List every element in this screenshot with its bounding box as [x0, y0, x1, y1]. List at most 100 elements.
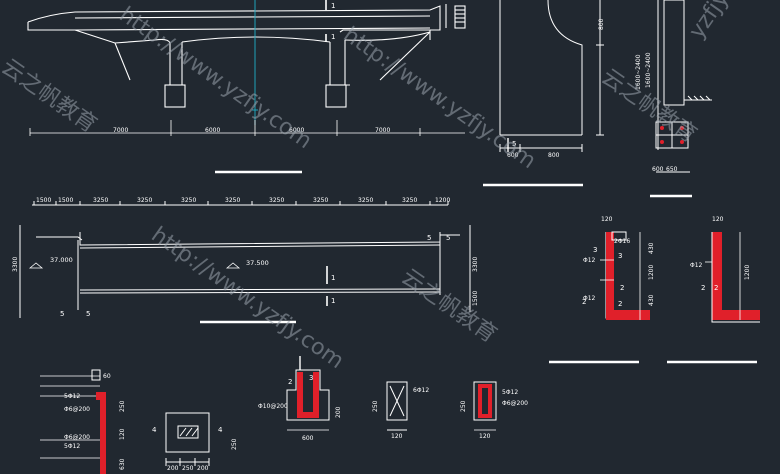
section-mark: 1	[331, 274, 335, 282]
dim-label: 1200	[744, 265, 751, 280]
dim-label: 250	[119, 400, 126, 412]
dim-label: 3250	[181, 197, 196, 204]
section-mark: 5	[60, 310, 64, 318]
pier-left-bracket	[74, 29, 171, 86]
span-label: 6000	[289, 127, 304, 134]
dim-label: 1600~2400	[635, 54, 642, 90]
bar-spec: 2Φ16	[614, 238, 630, 245]
arch-span	[181, 36, 331, 43]
dim-label: 120	[479, 433, 491, 440]
bar-tag: 2	[701, 284, 705, 292]
dim-label: 800	[548, 152, 560, 159]
level-label: 37.000	[50, 256, 73, 264]
dim-label: 200	[197, 465, 209, 472]
dim-label: 250	[372, 400, 379, 412]
dim-label: 120	[601, 216, 613, 223]
dim-label: 1500	[58, 197, 73, 204]
section-b-top-dims: 1500 1500 3250 3250 3250 3250 3250 3250 …	[36, 197, 450, 204]
rebar-detail-d	[705, 232, 760, 323]
rebar-detail-c	[600, 231, 650, 320]
watermark-logo: 云之帆教育	[0, 54, 101, 138]
dim-label: 430	[648, 294, 655, 306]
dim-label: 3300	[12, 257, 19, 272]
bar-tag: 2	[582, 298, 586, 306]
bar-spec: 6Φ12	[413, 387, 429, 394]
dim-label: 600	[652, 166, 664, 173]
bar-spec: Φ12	[690, 262, 703, 269]
pile-rebar	[660, 126, 684, 144]
span-label: 7000	[375, 127, 390, 134]
dim-label: 120	[391, 433, 403, 440]
level-label: 37.500	[246, 259, 269, 267]
bar-spec: Φ6@200	[502, 400, 528, 407]
dim-label: 3250	[137, 197, 152, 204]
watermark-short: yzfjy	[684, 0, 734, 43]
dim-label: 1500	[36, 197, 51, 204]
bar-tag: 2	[620, 284, 624, 292]
dim-label: 200	[335, 406, 342, 418]
bar-spec: Φ12	[583, 295, 596, 302]
section-mark-1b: 1	[331, 33, 335, 41]
dim-label: 3250	[313, 197, 328, 204]
pier-2-footing	[325, 84, 347, 108]
detail-h	[386, 381, 408, 431]
dim-label: 1200	[648, 265, 655, 280]
dim-label: 60	[103, 373, 111, 380]
dim-label: 250	[182, 465, 194, 472]
dim-label: 600	[507, 152, 519, 159]
dim-label: 430	[648, 242, 655, 254]
section-mark-5: 5	[512, 140, 516, 148]
watermark-url: http://www.yzfjy.com	[147, 222, 349, 374]
bar-tag: 3	[593, 246, 597, 254]
section-mark: 4	[218, 426, 223, 434]
dim-label: 200	[167, 465, 179, 472]
bar-spec: Φ10@200	[258, 403, 288, 410]
dim-label: 3300	[472, 257, 479, 272]
dim-label: 250	[460, 400, 467, 412]
detail-e	[40, 369, 106, 474]
span-label: 6000	[205, 127, 220, 134]
bar-tag: 3	[618, 252, 622, 260]
section-mark: 1	[331, 297, 335, 305]
detail-i	[473, 381, 497, 431]
elevation-dimension-line	[29, 120, 465, 136]
dim-label: 3250	[225, 197, 240, 204]
dim-label: 800	[598, 18, 605, 30]
section-mark: 5	[446, 234, 450, 242]
deck-top-line	[27, 5, 441, 33]
section-mark: 5	[86, 310, 90, 318]
pile-detail	[655, 0, 712, 173]
span-label: 7000	[113, 127, 128, 134]
deck-left-end	[27, 22, 75, 31]
dim-label: 630	[119, 458, 126, 470]
bar-tag: 2	[288, 378, 292, 386]
bar-spec: Φ12	[583, 257, 596, 264]
dim-label: 600	[302, 435, 314, 442]
dim-label: 1200	[435, 197, 450, 204]
level-marks	[28, 262, 241, 269]
bar-spec: 5Φ12	[502, 389, 518, 396]
section-mark-1a: 1	[331, 2, 335, 10]
bar-spec: 5Φ12	[64, 443, 80, 450]
dim-label: 120	[119, 428, 126, 440]
dim-label: 650	[666, 166, 678, 173]
dim-label: 1500	[472, 291, 479, 306]
bridge-elevation	[27, 4, 466, 108]
bar-tag: 2	[714, 284, 718, 292]
dim-label: 250	[231, 438, 238, 450]
watermark-url: http://www.yzfjy.com	[339, 22, 541, 174]
dim-label: 3250	[93, 197, 108, 204]
dim-label: 3250	[358, 197, 373, 204]
elevation-axis	[252, 0, 258, 125]
dim-label: 3250	[402, 197, 417, 204]
section-b	[19, 201, 471, 318]
dim-label: 3250	[269, 197, 284, 204]
bar-spec: Φ6@200	[64, 406, 90, 413]
detail-g	[286, 356, 330, 431]
detail-a	[499, 0, 604, 152]
section-mark: 5	[427, 234, 431, 242]
bar-spec: Φ6@200	[64, 434, 90, 441]
detail-f	[165, 412, 210, 466]
dim-label: 120	[712, 216, 724, 223]
